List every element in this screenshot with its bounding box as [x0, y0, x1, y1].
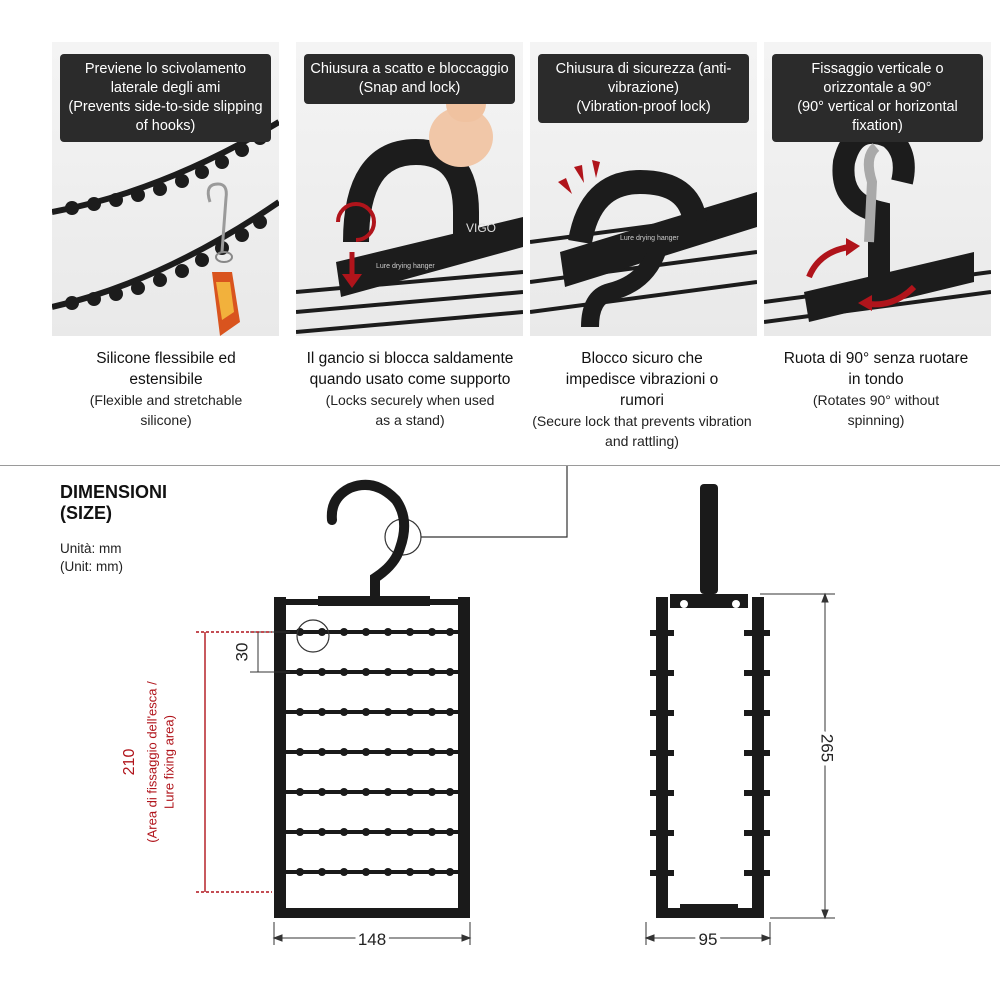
feature-panel-silicone: Previene lo scivolamento laterale degli … [52, 42, 279, 336]
caption-silicone: Silicone flessibile ed estensibile (Flex… [89, 350, 243, 428]
side-width-value: 95 [699, 930, 718, 949]
feature-label-snap-lock: Chiusura a scatto e bloccaggio (Snap and… [304, 54, 515, 104]
feature-label-silicone: Previene lo scivolamento laterale degli … [60, 54, 271, 142]
section-divider [0, 465, 1000, 466]
lure-area-label-it: (Area di fissaggio dell'esca / [144, 681, 159, 843]
front-view-hanger [274, 480, 470, 918]
caption-vibration-lock: Blocco sicuro che impedisce vibrazioni o… [532, 350, 752, 449]
brand-mark: VIGO [466, 221, 496, 235]
caption-rotation: Ruota di 90° senza ruotare in tondo (Rot… [783, 350, 969, 428]
unit-note: Unità: mm (Unit: mm) [60, 541, 123, 574]
feature-panel-snap-lock: VIGO Lure drying hanger Chiusura a scatt… [296, 42, 523, 336]
lure-area-value: 210 [121, 749, 138, 776]
vibration-lock-photo: Lure drying hanger [530, 160, 757, 328]
caption-snap-lock: Il gancio si blocca saldamente quando us… [306, 350, 514, 428]
front-width-dimension [272, 922, 472, 945]
feature-panel-vibration-lock: Lure drying hanger Chiusura di sicurezza… [530, 42, 757, 336]
lure-area-label-en: Lure fixing area) [161, 715, 176, 809]
tagline-mark: Lure drying hanger [376, 263, 435, 270]
feature-label-vibration-lock: Chiusura di sicurezza (anti-vibrazione) … [538, 54, 749, 123]
side-height-value: 265 [818, 734, 837, 762]
side-height-dimension [760, 592, 835, 920]
lure-area-dimension [196, 631, 272, 893]
side-width-dimension [644, 922, 772, 945]
front-width-value: 148 [358, 930, 386, 949]
feature-label-rotation: Fissaggio verticale o orizzontale a 90° … [772, 54, 983, 142]
callout-line [421, 466, 568, 538]
feature-panel-rotation: Fissaggio verticale o orizzontale a 90° … [764, 42, 991, 336]
dimensions-title: DIMENSIONI (SIZE) [60, 482, 168, 523]
tagline-mark: Lure drying hanger [620, 235, 679, 242]
hook-spacing-value: 30 [232, 643, 251, 662]
silicone-hooks-photo [52, 119, 279, 336]
detail-circle [296, 619, 330, 653]
side-view-hanger [650, 484, 770, 918]
